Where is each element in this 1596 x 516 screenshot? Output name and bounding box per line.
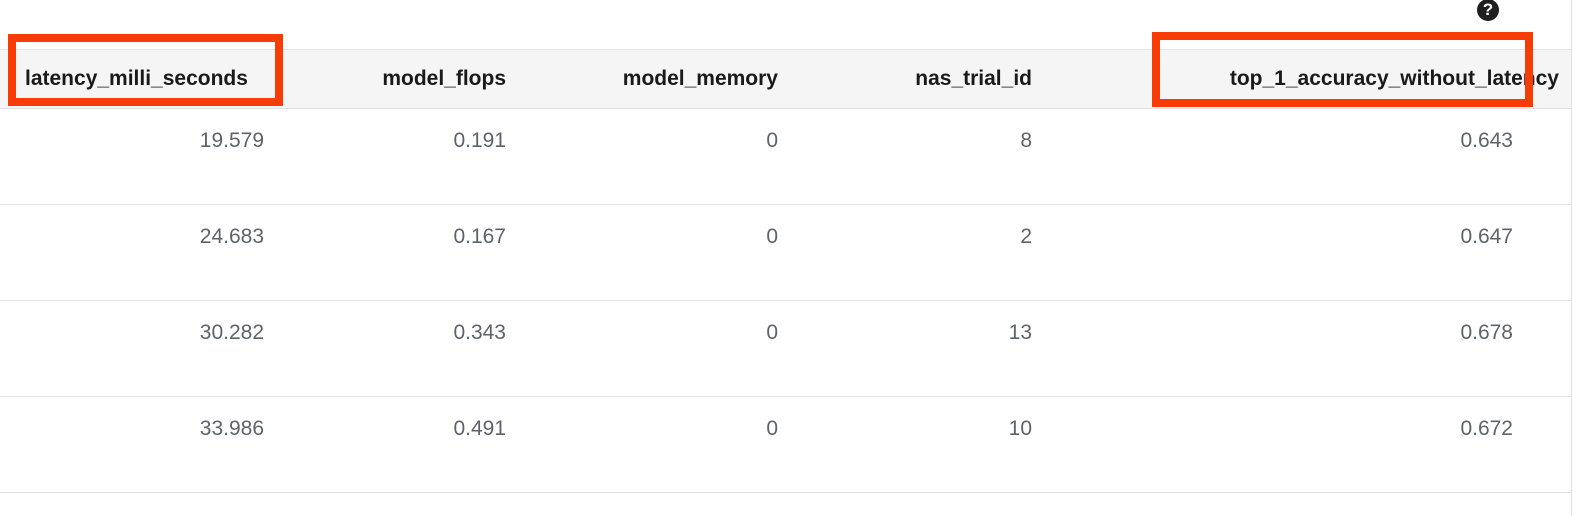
table-body: 19.579 0.191 0 8 0.643 24.683 0.167 0 2 … bbox=[0, 109, 1571, 493]
cell-model-memory: 0 bbox=[766, 320, 778, 344]
column-header-model-flops[interactable]: model_flops bbox=[382, 67, 506, 90]
cell-model-memory: 0 bbox=[766, 416, 778, 440]
cell-latency-milli-seconds: 33.986 bbox=[199, 416, 264, 440]
column-header-top-1-accuracy-without-latency[interactable]: top_1_accuracy_without_latency bbox=[1229, 67, 1559, 90]
column-header-latency-milli-seconds[interactable]: latency_milli_seconds bbox=[25, 67, 248, 90]
right-column-divider bbox=[1571, 0, 1572, 516]
cell-top-1-accuracy-without-latency: 0.672 bbox=[1460, 416, 1513, 440]
cell-nas-trial-id: 10 bbox=[1008, 416, 1032, 440]
cell-model-flops: 0.191 bbox=[453, 128, 506, 152]
cell-model-memory: 0 bbox=[766, 128, 778, 152]
help-icon[interactable]: ? bbox=[1477, 0, 1499, 21]
top-strip: ? bbox=[0, 0, 1596, 49]
table-header-row: latency_milli_seconds model_flops model_… bbox=[0, 49, 1571, 109]
column-header-model-memory[interactable]: model_memory bbox=[622, 67, 778, 90]
table-row[interactable]: 24.683 0.167 0 2 0.647 bbox=[0, 205, 1571, 301]
cell-top-1-accuracy-without-latency: 0.643 bbox=[1460, 128, 1513, 152]
column-header-nas-trial-id[interactable]: nas_trial_id bbox=[915, 67, 1032, 90]
table-row[interactable]: 19.579 0.191 0 8 0.643 bbox=[0, 109, 1571, 205]
cell-nas-trial-id: 2 bbox=[1020, 224, 1032, 248]
cell-latency-milli-seconds: 30.282 bbox=[199, 320, 264, 344]
cell-top-1-accuracy-without-latency: 0.678 bbox=[1460, 320, 1513, 344]
cell-nas-trial-id: 13 bbox=[1008, 320, 1032, 344]
table-row[interactable]: 30.282 0.343 0 13 0.678 bbox=[0, 301, 1571, 397]
cell-model-flops: 0.167 bbox=[453, 224, 506, 248]
cell-model-flops: 0.491 bbox=[453, 416, 506, 440]
cell-latency-milli-seconds: 24.683 bbox=[199, 224, 264, 248]
cell-model-flops: 0.343 bbox=[453, 320, 506, 344]
cell-model-memory: 0 bbox=[766, 224, 778, 248]
cell-top-1-accuracy-without-latency: 0.647 bbox=[1460, 224, 1513, 248]
table-row[interactable]: 33.986 0.491 0 10 0.672 bbox=[0, 397, 1571, 493]
cell-latency-milli-seconds: 19.579 bbox=[199, 128, 264, 152]
cell-nas-trial-id: 8 bbox=[1020, 128, 1032, 152]
